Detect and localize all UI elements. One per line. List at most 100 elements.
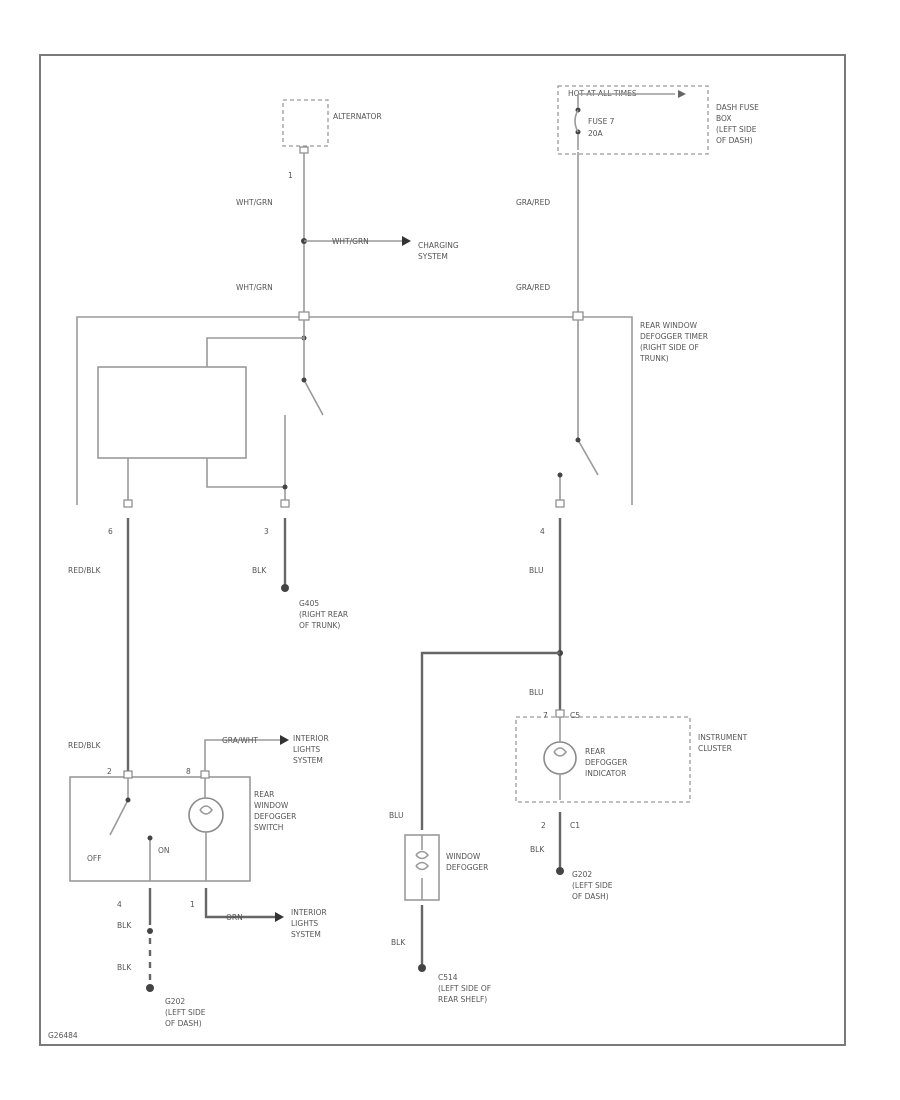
switch-pivot (125, 797, 131, 803)
hot-bar-arrow-icon (678, 90, 686, 98)
fuse-box-line3: (LEFT SIDE (716, 125, 757, 134)
orn-label: ORN (226, 913, 243, 922)
timer-relay-contact (303, 379, 324, 416)
indicator-line2: DEFOGGER (585, 758, 627, 767)
timer-label-line1: REAR WINDOW (640, 321, 698, 330)
blk-defogger-label: BLK (391, 938, 406, 947)
charging-arrow-icon (402, 236, 411, 246)
cluster-pin-top: 7 (543, 711, 548, 720)
gra-red-label-upper: GRA/RED (516, 198, 550, 207)
indicator-line3: INDICATOR (585, 769, 626, 778)
g202-left-ground-icon (146, 984, 154, 992)
c514-line2: (LEFT SIDE OF (438, 984, 491, 993)
ilsys-1-line1: INTERIOR (293, 734, 329, 743)
charging-system-line2: SYSTEM (418, 252, 448, 261)
indicator-filament (553, 717, 568, 800)
timer-output-connector-3 (280, 499, 290, 508)
fuse-number-label: FUSE 7 (588, 117, 615, 126)
fuse-box-line2: BOX (716, 114, 732, 123)
gra-red-label-lower: GRA/RED (516, 283, 550, 292)
switch-pin-1-label: 1 (190, 900, 195, 909)
charging-system-line1: CHARGING (418, 241, 459, 250)
wht-grn-branch-label: WHT/GRN (332, 237, 369, 246)
orn-wire (204, 888, 275, 919)
alternator-component (282, 99, 329, 147)
switch-connector-left (123, 770, 133, 779)
fuse-box-line1: DASH FUSE (716, 103, 759, 112)
cluster-line2: CLUSTER (698, 744, 732, 753)
ilsys-2-line2: LIGHTS (291, 919, 318, 928)
timer-connector-left (298, 311, 310, 321)
timer-right-circuit (559, 320, 599, 500)
indicator-line1: REAR (585, 747, 605, 756)
switch-connector-right-pin: 8 (186, 767, 191, 776)
switch-pin-4-label: 4 (117, 900, 122, 909)
timer-label-line2: DEFOGGER TIMER (640, 332, 708, 341)
fuse-box-line4: OF DASH) (716, 136, 753, 145)
switch-off-label: OFF (87, 854, 102, 863)
ilsys-1-arrow-icon (280, 735, 289, 745)
g202-right-line3: OF DASH) (572, 892, 609, 901)
diagram-frame (39, 54, 846, 1046)
blk-cluster-label: BLK (530, 845, 545, 854)
blu-label-cluster: BLU (529, 688, 543, 697)
g405-line2: (RIGHT REAR (299, 610, 348, 619)
timer-label-line3: (RIGHT SIDE OF (640, 343, 699, 352)
blk-g405-label: BLK (252, 566, 267, 575)
gra-wht-wire (204, 739, 280, 771)
g405-line3: OF TRUNK) (299, 621, 340, 630)
switch-connector-right (200, 770, 210, 779)
timer-node-relay (301, 377, 307, 383)
alternator-label: ALTERNATOR (333, 112, 382, 121)
timer-label-line4: TRUNK) (639, 354, 669, 363)
switch-label-line2: WINDOW (254, 801, 289, 810)
switch-lamp-filament (199, 778, 214, 881)
switch-splice-dot (147, 928, 153, 934)
timer-connector-right (572, 311, 584, 321)
timer-output-connector-4 (555, 499, 565, 508)
ilsys-1-line3: SYSTEM (293, 756, 323, 765)
timer-node-right-low (557, 472, 563, 478)
fuse-rating-label: 20A (588, 129, 604, 138)
ilsys-2-line1: INTERIOR (291, 908, 327, 917)
g405-line1: G405 (299, 599, 319, 608)
fuse-element (574, 94, 579, 150)
blk-label-2: BLK (117, 963, 132, 972)
cluster-pin-b: C1 (570, 821, 580, 830)
timer-internal-wiring (206, 320, 305, 500)
timer-output-connector-6 (123, 499, 133, 508)
g202-right-ground-icon (556, 867, 564, 875)
ilsys-2-line3: SYSTEM (291, 930, 321, 939)
g405-ground-icon (281, 584, 289, 592)
blu-wire-defogger (420, 651, 560, 830)
timer-module (97, 366, 247, 459)
instrument-cluster (515, 716, 691, 803)
c514-ground-icon (418, 964, 426, 972)
cluster-pin-a: 2 (541, 821, 546, 830)
defogger-switch-component (69, 776, 251, 882)
alternator-pin-label: 1 (288, 171, 293, 180)
ilsys-2-arrow-icon (275, 912, 284, 922)
alternator-connector (299, 146, 309, 154)
blu-label-upper: BLU (529, 566, 543, 575)
blu-label-defogger: BLU (389, 811, 403, 820)
timer-outline (76, 316, 633, 505)
indicator-lamp-icon (543, 741, 577, 775)
pin-4-label: 4 (540, 527, 545, 536)
switch-connector-left-pin: 2 (107, 767, 112, 776)
dash-fuse-box (557, 85, 709, 155)
window-defogger-line1: WINDOW (446, 852, 481, 861)
cluster-connector (555, 709, 565, 718)
timer-node-ground (282, 484, 288, 490)
switch-on-terminal (147, 835, 153, 841)
window-defogger-line2: DEFOGGER (446, 863, 488, 872)
g202-left-line1: G202 (165, 997, 185, 1006)
gra-wht-label: GRA/WHT (222, 736, 258, 745)
pin-3-label: 3 (264, 527, 269, 536)
pin-6-label: 6 (108, 527, 113, 536)
c514-line3: REAR SHELF) (438, 995, 487, 1004)
ilsys-1-line2: LIGHTS (293, 745, 320, 754)
switch-label-line4: SWITCH (254, 823, 283, 832)
switch-label-line3: DEFOGGER (254, 812, 296, 821)
